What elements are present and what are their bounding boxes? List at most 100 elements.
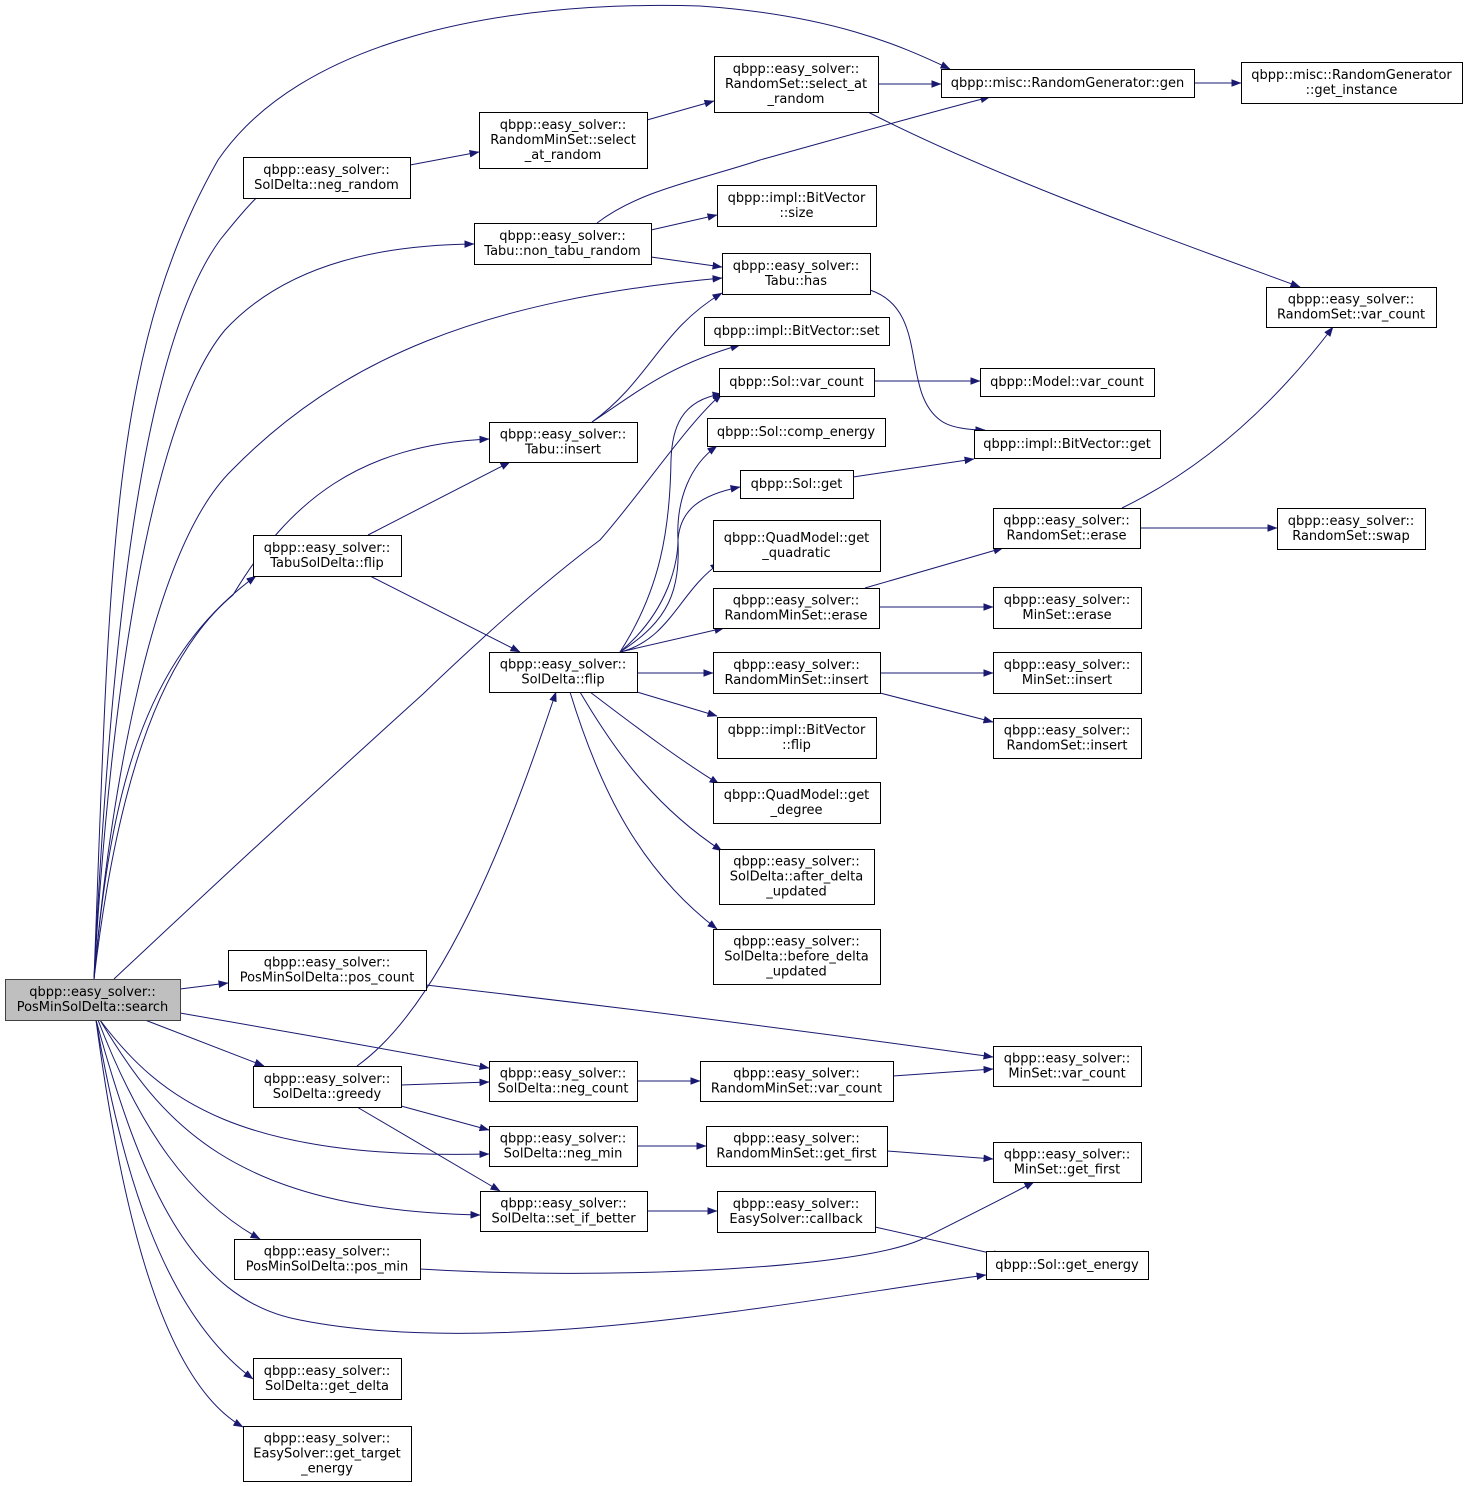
node-label-line: RandomSet::var_count bbox=[1277, 308, 1425, 323]
function-node-ms-insert[interactable]: qbpp::easy_solver::MinSet::insert bbox=[993, 652, 1142, 694]
call-edge-pos_count-to-ms_var_count bbox=[425, 984, 994, 1060]
function-node-model-var-count[interactable]: qbpp::Model::var_count bbox=[980, 368, 1155, 397]
function-node-get-target-energy[interactable]: qbpp::easy_solver::EasySolver::get_targe… bbox=[243, 1426, 412, 1482]
function-node-rs-var-count[interactable]: qbpp::easy_solver::RandomSet::var_count bbox=[1266, 287, 1437, 328]
call-edge-search-to-get_delta bbox=[95, 1019, 254, 1380]
function-node-get-degree[interactable]: qbpp::QuadModel::get_degree bbox=[713, 782, 881, 824]
node-label-line: qbpp::easy_solver:: bbox=[264, 1432, 391, 1447]
node-box bbox=[1266, 287, 1437, 328]
node-label-line: RandomSet::erase bbox=[1006, 529, 1126, 544]
function-node-search: qbpp::easy_solver::PosMinSolDelta::searc… bbox=[5, 979, 181, 1021]
node-label-line: qbpp::Sol::comp_energy bbox=[717, 425, 875, 440]
node-box bbox=[993, 652, 1142, 694]
node-label-line: qbpp::easy_solver:: bbox=[500, 428, 627, 443]
function-node-get-delta[interactable]: qbpp::easy_solver::SolDelta::get_delta bbox=[253, 1358, 402, 1400]
call-edge-search-to-get_target_energy bbox=[95, 1019, 244, 1428]
function-node-neg-random[interactable]: qbpp::easy_solver::SolDelta::neg_random bbox=[243, 157, 411, 199]
function-node-rms-var-count[interactable]: qbpp::easy_solver::RandomMinSet::var_cou… bbox=[700, 1061, 894, 1102]
function-node-set-if-better[interactable]: qbpp::easy_solver::SolDelta::set_if_bett… bbox=[480, 1191, 648, 1232]
node-label-line: qbpp::QuadModel::get bbox=[724, 531, 870, 546]
function-node-before-delta[interactable]: qbpp::easy_solver::SolDelta::before_delt… bbox=[713, 929, 881, 985]
function-node-ms-erase[interactable]: qbpp::easy_solver::MinSet::erase bbox=[993, 587, 1142, 629]
node-label-line: qbpp::easy_solver:: bbox=[263, 163, 390, 178]
node-label-line: qbpp::impl::BitVector bbox=[728, 723, 866, 738]
function-node-rs-erase[interactable]: qbpp::easy_solver::RandomSet::erase bbox=[993, 508, 1141, 549]
function-node-sol-var-count[interactable]: qbpp::Sol::var_count bbox=[719, 368, 875, 397]
node-label-line: MinSet::insert bbox=[1022, 673, 1112, 688]
node-label-line: SolDelta::greedy bbox=[273, 1087, 382, 1102]
node-label-line: EasySolver::callback bbox=[729, 1212, 863, 1227]
function-node-comp-energy[interactable]: qbpp::Sol::comp_energy bbox=[707, 418, 886, 447]
function-node-sol-get[interactable]: qbpp::Sol::get bbox=[740, 470, 854, 499]
call-edge-rs_select-to-rs_var_count bbox=[867, 111, 1301, 288]
function-node-rs-select[interactable]: qbpp::easy_solver::RandomSet::select_at_… bbox=[714, 56, 879, 113]
function-node-rms-insert[interactable]: qbpp::easy_solver::RandomMinSet::insert bbox=[713, 652, 881, 694]
function-node-pos-min[interactable]: qbpp::easy_solver::PosMinSolDelta::pos_m… bbox=[234, 1239, 421, 1280]
function-node-get-quadratic[interactable]: qbpp::QuadModel::get_quadratic bbox=[713, 520, 881, 572]
function-node-tabu-flip[interactable]: qbpp::easy_solver::TabuSolDelta::flip bbox=[253, 535, 402, 577]
function-node-pos-count[interactable]: qbpp::easy_solver::PosMinSolDelta::pos_c… bbox=[228, 950, 427, 991]
node-label-line: SolDelta::set_if_better bbox=[491, 1212, 636, 1227]
function-node-bv-set[interactable]: qbpp::impl::BitVector::set bbox=[704, 317, 890, 346]
function-node-get-instance[interactable]: qbpp::misc::RandomGenerator::get_instanc… bbox=[1241, 62, 1463, 104]
function-node-neg-count[interactable]: qbpp::easy_solver::SolDelta::neg_count bbox=[489, 1061, 638, 1102]
function-node-bv-get[interactable]: qbpp::impl::BitVector::get bbox=[974, 430, 1161, 459]
function-node-after-delta[interactable]: qbpp::easy_solver::SolDelta::after_delta… bbox=[719, 849, 875, 905]
node-box bbox=[713, 588, 880, 629]
function-node-gen[interactable]: qbpp::misc::RandomGenerator::gen bbox=[941, 69, 1195, 98]
node-box bbox=[719, 368, 875, 397]
node-box bbox=[717, 717, 877, 759]
function-node-rms-erase[interactable]: qbpp::easy_solver::RandomMinSet::erase bbox=[713, 588, 880, 629]
function-node-rms-get-first[interactable]: qbpp::easy_solver::RandomMinSet::get_fir… bbox=[706, 1126, 888, 1167]
call-edge-search-to-pos_min bbox=[97, 1019, 261, 1240]
call-edge-sd_flip-to-rms_erase bbox=[619, 626, 725, 653]
function-node-bv-size[interactable]: qbpp::impl::BitVector::size bbox=[717, 185, 877, 227]
node-box bbox=[253, 1358, 402, 1400]
function-node-tabu-insert[interactable]: qbpp::easy_solver::Tabu::insert bbox=[489, 422, 638, 463]
node-label-line: qbpp::easy_solver:: bbox=[733, 658, 860, 673]
node-box bbox=[717, 1191, 876, 1233]
function-nodes: qbpp::easy_solver::PosMinSolDelta::searc… bbox=[5, 56, 1463, 1482]
function-node-tabu-has[interactable]: qbpp::easy_solver::Tabu::has bbox=[722, 253, 871, 295]
node-label-line: qbpp::easy_solver:: bbox=[733, 62, 860, 77]
call-edge-sd_flip-to-bv_flip bbox=[636, 691, 718, 717]
function-node-rs-insert[interactable]: qbpp::easy_solver::RandomSet::insert bbox=[993, 718, 1142, 759]
function-node-bv-flip[interactable]: qbpp::impl::BitVector::flip bbox=[717, 717, 877, 759]
function-node-greedy[interactable]: qbpp::easy_solver::SolDelta::greedy bbox=[253, 1066, 402, 1108]
call-edge-tabu_insert-to-tabu_has bbox=[591, 292, 723, 423]
call-edge-pos_min-to-ms_get_first bbox=[419, 1181, 1035, 1274]
function-node-callback[interactable]: qbpp::easy_solver::EasySolver::callback bbox=[717, 1191, 876, 1233]
call-edge-search-to-gen bbox=[93, 4, 951, 980]
call-edge-greedy-to-neg_min bbox=[400, 1105, 490, 1132]
node-label-line: qbpp::easy_solver:: bbox=[1004, 1052, 1131, 1067]
node-box bbox=[489, 1061, 638, 1102]
node-box bbox=[700, 1061, 894, 1102]
function-node-get-energy[interactable]: qbpp::Sol::get_energy bbox=[986, 1251, 1149, 1280]
function-node-ms-get-first[interactable]: qbpp::easy_solver::MinSet::get_first bbox=[993, 1142, 1142, 1183]
node-box bbox=[243, 1426, 412, 1482]
node-box bbox=[993, 718, 1142, 759]
node-label-line: _degree bbox=[769, 803, 822, 818]
call-edge-search-to-get_energy bbox=[95, 1019, 987, 1334]
node-box bbox=[993, 1142, 1142, 1183]
call-edge-sd_flip-to-sol_get bbox=[619, 485, 741, 653]
node-label-line: SolDelta::after_delta bbox=[730, 870, 863, 885]
node-label-line: TabuSolDelta::flip bbox=[269, 556, 384, 571]
call-edge-rms_select-to-rs_select bbox=[646, 99, 715, 121]
node-box bbox=[714, 56, 879, 113]
node-label-line: qbpp::easy_solver:: bbox=[1004, 1148, 1131, 1163]
function-node-sd-flip[interactable]: qbpp::easy_solver::SolDelta::flip bbox=[489, 652, 638, 693]
node-label-line: SolDelta::get_delta bbox=[265, 1379, 389, 1394]
function-node-ms-var-count[interactable]: qbpp::easy_solver::MinSet::var_count bbox=[993, 1046, 1142, 1087]
node-box bbox=[489, 422, 638, 463]
function-node-rms-select[interactable]: qbpp::easy_solver::RandomMinSet::select_… bbox=[479, 112, 648, 169]
call-edge-sd_flip-to-get_degree bbox=[589, 691, 720, 785]
function-node-non-tabu-random[interactable]: qbpp::easy_solver::Tabu::non_tabu_random bbox=[474, 223, 652, 265]
call-edge-non_tabu_random-to-gen bbox=[596, 95, 991, 224]
call-edge-search-to-neg_count bbox=[179, 1012, 490, 1071]
node-label-line: Tabu::has bbox=[764, 274, 827, 289]
node-box bbox=[719, 849, 875, 905]
node-label-line: qbpp::easy_solver:: bbox=[733, 259, 860, 274]
function-node-rs-swap[interactable]: qbpp::easy_solver::RandomSet::swap bbox=[1277, 508, 1426, 550]
function-node-neg-min[interactable]: qbpp::easy_solver::SolDelta::neg_min bbox=[489, 1126, 638, 1167]
